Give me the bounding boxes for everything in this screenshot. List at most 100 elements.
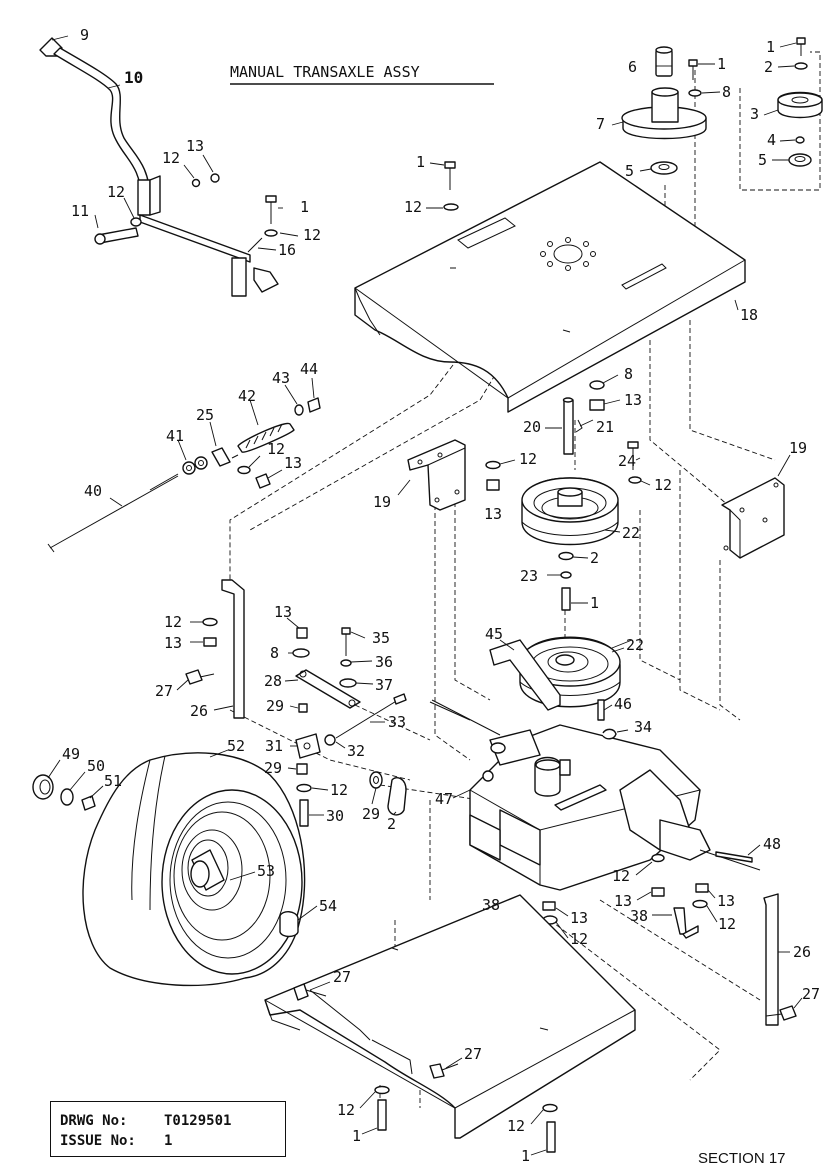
callout-label: 33 (388, 713, 406, 731)
shaft-and-hardware (485, 374, 651, 491)
callout-label: 29 (362, 805, 380, 823)
callout-label: 28 (264, 672, 282, 690)
callout-label: 36 (375, 653, 393, 671)
callout-label: 25 (196, 406, 214, 424)
diagram-title: MANUAL TRANSAXLE ASSY (230, 63, 420, 81)
callout-label: 31 (265, 737, 283, 755)
callout-label: 12 (519, 450, 537, 468)
callout-label: 1 (416, 153, 425, 171)
shift-lever-assembly (39, 35, 299, 297)
callout-label: 13 (717, 892, 735, 910)
callout-label: 13 (624, 391, 642, 409)
callout-label: 12 (507, 1117, 525, 1135)
callout-label: 22 (626, 636, 644, 654)
callout-label: 19 (373, 493, 391, 511)
callout-label: 34 (634, 718, 652, 736)
pulley-22-lower (489, 636, 625, 711)
upper-pulley-cluster (611, 37, 823, 175)
drawing-info-box: DRWG No: T0129501 ISSUE No: 1 (50, 1101, 286, 1157)
callout-label: 47 (435, 790, 453, 808)
callout-label: 48 (763, 835, 781, 853)
callout-label: 50 (87, 757, 105, 775)
callout-label: 22 (622, 524, 640, 542)
section-label: SECTION 17 (698, 1150, 786, 1167)
callout-label: 2 (590, 549, 599, 567)
callout-label: 38 (482, 896, 500, 914)
drawing-number-row: DRWG No: T0129501 (60, 1111, 285, 1131)
callout-label: 13 (164, 634, 182, 652)
callout-label: 1 (352, 1127, 361, 1145)
callout-label: 18 (740, 306, 758, 324)
callout-label: 10 (124, 68, 143, 87)
callout-label: 27 (464, 1045, 482, 1063)
callout-label: 30 (326, 807, 344, 825)
callout-label: 13 (186, 137, 204, 155)
callout-label: 5 (625, 162, 634, 180)
deck-plate-18 (354, 161, 746, 413)
callout-label: 12 (303, 226, 321, 244)
callout-label: 8 (624, 365, 633, 383)
callout-label: 16 (278, 241, 296, 259)
callout-label: 37 (375, 676, 393, 694)
bearing-5a (650, 161, 678, 175)
control-linkage (284, 617, 407, 827)
callout-label: 1 (590, 594, 599, 612)
callout-label: 43 (272, 369, 290, 387)
callout-label: 12 (337, 1101, 355, 1119)
callout-label: 52 (227, 737, 245, 755)
callout-label: 40 (84, 482, 102, 500)
callout-label: 1 (521, 1147, 530, 1165)
callout-label: 12 (570, 930, 588, 948)
callout-label: 12 (267, 440, 285, 458)
issue-number-value: 1 (164, 1133, 173, 1149)
callout-label: 12 (718, 915, 736, 933)
callout-label: 44 (300, 360, 318, 378)
brackets-19 (397, 439, 791, 559)
callout-labels: 9 10 13 12 12 11 1 12 16 1 12 6 1 8 7 5 … (62, 26, 820, 1165)
spacer-6 (655, 49, 673, 77)
brake-rod-left (176, 579, 245, 719)
callout-label: 24 (618, 452, 636, 470)
drawing-number-label: DRWG No: (60, 1113, 128, 1129)
callout-label: 23 (520, 567, 538, 585)
callout-label: 12 (330, 781, 348, 799)
callout-label: 4 (767, 131, 776, 149)
callout-label: 13 (274, 603, 292, 621)
callout-label: 9 (80, 26, 89, 44)
callout-label: 13 (570, 909, 588, 927)
transaxle-47 (429, 639, 803, 1026)
callout-label: 35 (372, 629, 390, 647)
shift-rod (139, 214, 251, 263)
drawing-number-value: T0129501 (164, 1113, 232, 1129)
callout-label: 5 (758, 151, 767, 169)
callout-label: 38 (630, 907, 648, 925)
issue-number-label: ISSUE No: (60, 1133, 136, 1149)
bottom-plate (264, 894, 636, 1156)
callout-label: 8 (722, 83, 731, 101)
callout-label: 12 (162, 149, 180, 167)
pulley-22-upper (521, 477, 621, 611)
callout-label: 21 (596, 418, 614, 436)
callout-label: 1 (766, 38, 775, 56)
callout-label: 12 (404, 198, 422, 216)
callout-label: 2 (764, 58, 773, 76)
callout-label: 29 (266, 697, 284, 715)
callout-label: 13 (284, 454, 302, 472)
callout-label: 26 (190, 702, 208, 720)
callout-label: 46 (614, 695, 632, 713)
callout-label: 12 (612, 867, 630, 885)
callout-label: 6 (628, 58, 637, 76)
callout-label: 45 (485, 625, 503, 643)
callout-label: 42 (238, 387, 256, 405)
callout-label: 27 (802, 985, 820, 1003)
callout-label: 1 (300, 198, 309, 216)
callout-label: 2 (387, 815, 396, 833)
callout-label: 1 (717, 55, 726, 73)
callout-label: 7 (596, 115, 605, 133)
callout-label: 12 (654, 476, 672, 494)
callout-label: 54 (319, 897, 337, 915)
rear-wheel-assembly (32, 749, 318, 987)
callout-label: 20 (523, 418, 541, 436)
callout-label: 3 (750, 105, 759, 123)
